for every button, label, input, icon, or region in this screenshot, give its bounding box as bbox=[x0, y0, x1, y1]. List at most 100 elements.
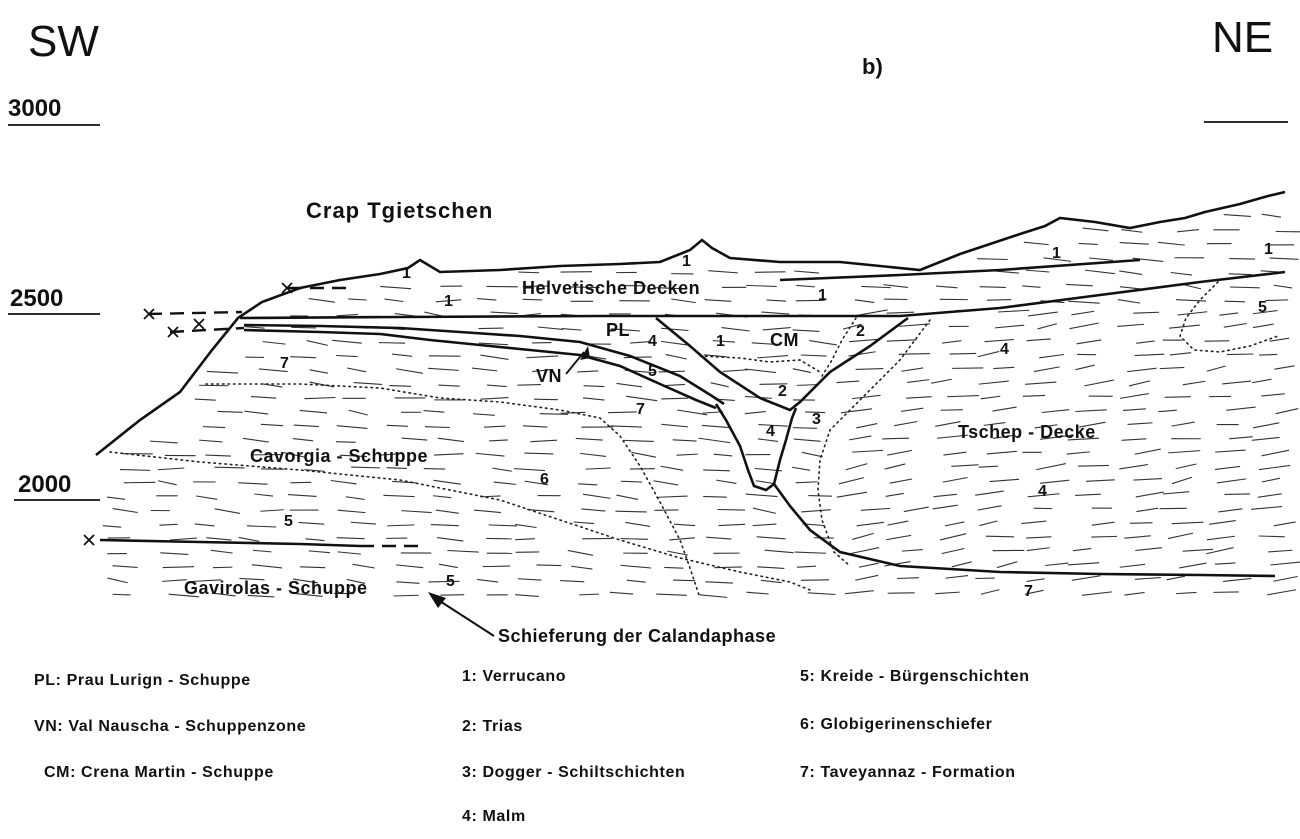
label-cavorgia-schuppe: Cavorgia - Schuppe bbox=[250, 446, 428, 466]
hatch-mark bbox=[1270, 338, 1289, 341]
hatch-mark bbox=[1258, 494, 1282, 498]
hatch-mark bbox=[1075, 410, 1106, 412]
hatch-mark bbox=[526, 356, 558, 358]
hatch-mark bbox=[402, 438, 428, 440]
hatch-mark bbox=[1183, 381, 1206, 385]
hatch-mark bbox=[1027, 579, 1045, 582]
hatch-mark bbox=[946, 576, 968, 579]
label-schieferung: Schieferung der Calandaphase bbox=[498, 626, 776, 646]
hatch-mark bbox=[310, 370, 328, 373]
hatch-mark bbox=[1066, 284, 1093, 285]
hatch-mark bbox=[746, 494, 778, 496]
hatch-mark bbox=[107, 497, 125, 499]
hatch-mark bbox=[993, 407, 1017, 411]
hatch-mark bbox=[906, 397, 932, 398]
hatch-mark bbox=[705, 582, 733, 583]
hatch-mark bbox=[897, 578, 919, 579]
hatch-mark bbox=[661, 398, 688, 399]
hatch-mark bbox=[199, 440, 222, 442]
unit-number: 1 bbox=[402, 265, 411, 282]
hatch-mark bbox=[254, 494, 273, 496]
unit-number: 5 bbox=[1258, 299, 1267, 316]
hatch-mark bbox=[1039, 355, 1064, 358]
unit-number: 4 bbox=[766, 423, 775, 440]
hatch-mark bbox=[661, 424, 688, 427]
hatch-mark bbox=[1128, 423, 1153, 425]
hatch-mark bbox=[1068, 563, 1099, 565]
hatch-mark bbox=[1172, 422, 1195, 426]
hatch-mark bbox=[423, 411, 444, 413]
hatch-mark bbox=[489, 525, 517, 526]
hatch-mark bbox=[1229, 274, 1252, 275]
hatch-mark bbox=[120, 470, 150, 471]
hatch-mark bbox=[158, 481, 177, 485]
hatch-mark bbox=[1085, 270, 1115, 274]
hatch-mark bbox=[1217, 479, 1246, 483]
hatch-mark bbox=[943, 477, 968, 482]
hatch-mark bbox=[703, 470, 730, 471]
x-markers bbox=[84, 283, 292, 545]
hatch-mark bbox=[852, 533, 873, 539]
hatch-mark bbox=[894, 421, 917, 425]
hatch-mark bbox=[1067, 452, 1090, 454]
hatch-mark bbox=[761, 580, 782, 582]
hatch-mark bbox=[757, 356, 788, 358]
hatch-mark bbox=[1083, 228, 1109, 231]
hatch-mark bbox=[933, 505, 958, 509]
hatch-mark bbox=[1172, 522, 1204, 523]
hatch-mark bbox=[1073, 549, 1091, 551]
unit-number: 5 bbox=[648, 363, 657, 380]
hatch-mark bbox=[656, 594, 687, 595]
hatch-mark bbox=[1218, 509, 1242, 512]
hatch-mark bbox=[1222, 381, 1251, 384]
hatch-mark bbox=[756, 481, 774, 484]
legend-1: 1: Verrucano bbox=[462, 668, 566, 686]
hatch-mark bbox=[351, 522, 376, 524]
hatch-mark bbox=[113, 566, 138, 568]
hatch-mark bbox=[942, 549, 965, 554]
hatch-mark bbox=[987, 451, 1017, 454]
hatch-mark bbox=[1129, 381, 1150, 386]
hatch-mark bbox=[993, 367, 1014, 368]
hatch-mark bbox=[943, 452, 966, 455]
hatch-mark bbox=[1225, 301, 1245, 302]
hatch-mark bbox=[1133, 479, 1162, 480]
hatch-mark bbox=[538, 327, 563, 329]
hatch-mark bbox=[1274, 366, 1294, 369]
hatch-mark bbox=[616, 383, 642, 386]
unit-number: 5 bbox=[446, 573, 455, 590]
hatch-mark bbox=[244, 411, 268, 414]
hatch-mark bbox=[574, 522, 595, 524]
hatch-mark bbox=[425, 427, 450, 428]
hatch-mark bbox=[1163, 492, 1189, 494]
hatch-mark bbox=[792, 467, 810, 470]
hatch-mark bbox=[705, 300, 732, 302]
elevation-3000: 3000 bbox=[8, 95, 61, 122]
hatch-mark bbox=[1276, 409, 1299, 414]
hatch-mark bbox=[1119, 465, 1148, 469]
hatch-mark bbox=[396, 565, 423, 568]
hatch-mark bbox=[654, 481, 678, 485]
hatch-mark bbox=[700, 595, 728, 598]
hatch-mark bbox=[1023, 395, 1045, 396]
topography-line bbox=[96, 192, 1285, 455]
hatch-mark bbox=[1118, 300, 1140, 304]
hatch-mark bbox=[1259, 354, 1277, 355]
schieferung-arrowhead bbox=[428, 592, 446, 608]
hatch-mark bbox=[1036, 464, 1066, 470]
hatch-mark bbox=[934, 494, 957, 496]
hatch-mark bbox=[952, 562, 972, 567]
unit-number: 1 bbox=[1052, 245, 1061, 262]
hatch-mark bbox=[746, 592, 768, 594]
hatch-mark bbox=[624, 440, 654, 441]
hatch-mark bbox=[997, 562, 1017, 568]
hatch-mark bbox=[494, 482, 516, 484]
hatch-mark bbox=[393, 595, 418, 596]
hatch-mark bbox=[837, 381, 860, 382]
boundary-kreide-ne bbox=[1180, 282, 1278, 352]
hatch-mark bbox=[536, 565, 561, 566]
hatch-mark bbox=[753, 508, 776, 513]
hatch-mark bbox=[1215, 466, 1240, 469]
hatch-mark bbox=[195, 399, 216, 400]
hatch-mark bbox=[583, 494, 610, 498]
